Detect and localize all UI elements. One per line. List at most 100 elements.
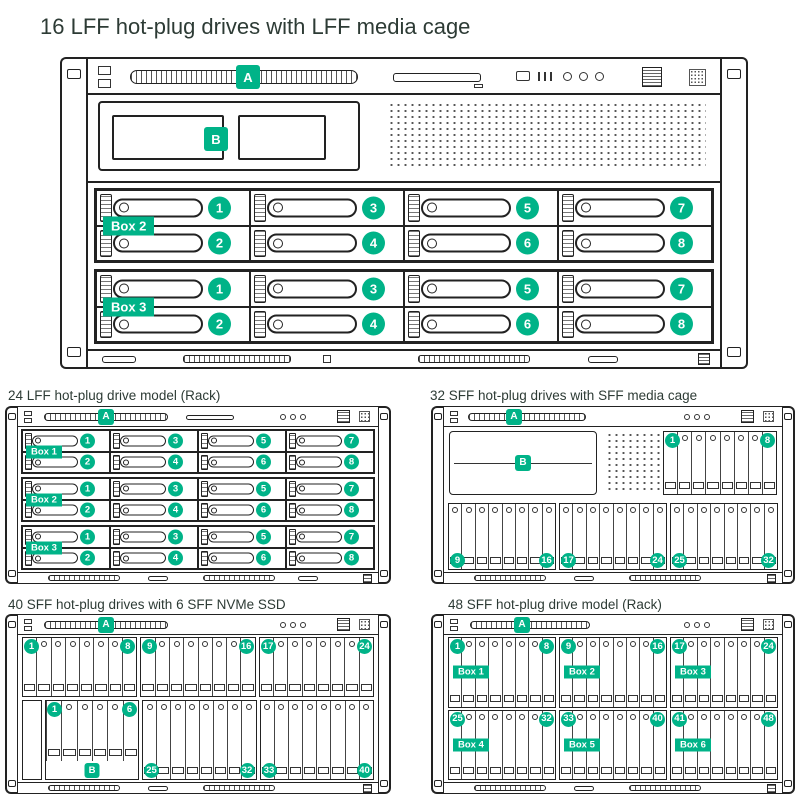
drive-release-button-icon: [35, 555, 41, 562]
sff-drive-bay: [723, 710, 737, 779]
media-bay-row: B: [88, 95, 720, 183]
sff-drive-bay: [488, 504, 502, 569]
sff-drive-bay: [750, 710, 764, 779]
bottom-vent-slot: [48, 785, 120, 791]
drive-number-badge: 8: [670, 231, 693, 255]
usb-port-icon: [538, 72, 552, 81]
sff-drive-bay: [272, 638, 288, 696]
rack-ear-left: [60, 57, 86, 369]
bottom-slot: [148, 576, 168, 581]
bottom-slot: [102, 356, 136, 363]
sff-drive-bay: [599, 710, 613, 779]
drive-release-button-icon: [211, 507, 217, 514]
drive-handle-icon: [208, 504, 254, 516]
led-indicator-icon: [450, 626, 458, 631]
drive-handle-icon: [296, 483, 342, 495]
drive-number-badge: 2: [80, 454, 95, 470]
drive-number-badge: 3: [362, 196, 385, 220]
sff-drive-bay: [316, 701, 331, 779]
bottom-vent-slot: [203, 785, 275, 791]
serial-pull-tab-icon: [741, 618, 754, 631]
subtitle-40sff: 40 SFF hot-plug drives with 6 SFF NVMe S…: [8, 597, 286, 612]
drive-number-badge: 1: [208, 196, 231, 220]
rack-ear-right: [379, 406, 391, 584]
box-label: Box 6: [675, 738, 711, 752]
drive-handle-icon: [113, 279, 203, 299]
sff-drive-bay: [696, 504, 711, 569]
drive-release-button-icon: [299, 459, 305, 466]
lff-drive-bay: 4: [250, 225, 404, 261]
drive-handle-icon: [120, 552, 166, 564]
box-label: Box 3: [103, 297, 155, 316]
sff-drive-bay: [168, 638, 184, 696]
lff-drive-bay: 5: [198, 430, 286, 452]
sff-drive-bay: [750, 638, 764, 707]
led-indicator-icon: [450, 619, 458, 624]
uid-led-icon: [290, 622, 296, 628]
drive-release-button-icon: [119, 238, 129, 249]
drive-handle-icon: [575, 279, 665, 299]
sff-drive-bay: [612, 638, 626, 707]
bottom-slot: [574, 786, 594, 791]
lff-drive-bay: 8: [286, 451, 374, 473]
lff-drive-bay: 7: [558, 190, 712, 226]
sff-drive-bay: [599, 504, 613, 569]
drive-number-badge: 16: [238, 639, 254, 654]
drive-release-button-icon: [299, 507, 305, 514]
drive-number-badge: 5: [256, 481, 271, 497]
uid-led-icon: [290, 414, 296, 420]
power-button-icon: [300, 622, 306, 628]
sff-drive-bay: [625, 638, 640, 707]
sff-drive-bay: [541, 638, 555, 707]
sff-drive-bay: [625, 504, 640, 569]
callout-a-badge: A: [506, 409, 522, 425]
bottom-vent-slot: [629, 575, 701, 581]
optical-drive-slot: [393, 73, 481, 82]
drive-handle-icon: [32, 456, 78, 468]
uid-led-icon: [694, 414, 700, 420]
drive-number-badge: 9: [142, 639, 158, 654]
drive-release-button-icon: [211, 555, 217, 562]
sff-drive-bay: [705, 432, 720, 494]
lff-media-cage: [98, 101, 360, 171]
drive-latch-icon: [201, 433, 208, 449]
service-tag-icon: [363, 784, 372, 793]
box-label: Box 4: [453, 738, 489, 752]
lff-drive-bay: 8: [558, 225, 712, 261]
sff-drive-bay: [330, 701, 345, 779]
drive-number-badge: 7: [670, 196, 693, 220]
front-io-strip: A: [444, 407, 782, 427]
sff-drive-bay: [61, 701, 77, 761]
vent-grid-icon: [359, 619, 370, 630]
rack-ear-right: [783, 614, 795, 794]
eject-button-icon: [474, 84, 483, 88]
drive-number-badge: 48: [761, 711, 776, 727]
drive-handle-icon: [267, 279, 357, 299]
health-led-icon: [280, 414, 286, 420]
sff-drive-bay: [736, 710, 751, 779]
drive-release-button-icon: [123, 507, 129, 514]
sff-drive-bay: [750, 504, 764, 569]
callout-a-badge: A: [514, 617, 530, 633]
release-latch-slot: [470, 621, 590, 629]
drive-handle-icon: [120, 504, 166, 516]
sff-drive-bay: [301, 638, 316, 696]
drive-handle-icon: [575, 198, 665, 218]
drive-handle-icon: [296, 504, 342, 516]
lff-drive-bay: 7: [286, 478, 374, 500]
drive-latch-icon: [113, 550, 120, 566]
subtitle-32sff: 32 SFF hot-plug drives with SFF media ca…: [430, 388, 698, 403]
